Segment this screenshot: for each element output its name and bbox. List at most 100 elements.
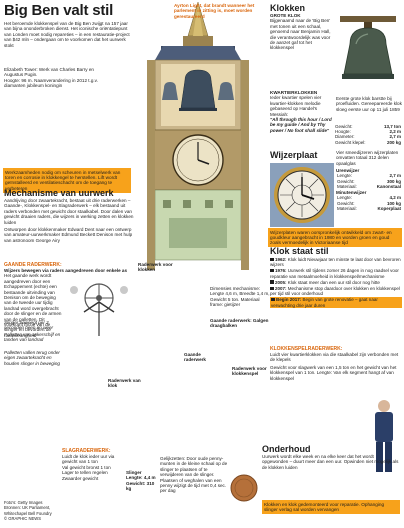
- timeline-year: Begin 2017:: [276, 297, 303, 303]
- gaande-raderwerk-label: Gaande raderwerk: [184, 352, 206, 363]
- kwartier-heading: KWARTIERKLOKKEN: [270, 90, 318, 95]
- urenwijzer-label: Urenwijzer: [336, 168, 360, 173]
- timeline-item: Begin 2017: Begin van grote renovatie – …: [270, 297, 402, 308]
- gaande-text1: Wijzers bewegen via raders aangedreven d…: [4, 268, 128, 273]
- gelijkzetten-text: Gelijkzetten: Door oude penny-munten in …: [160, 456, 228, 494]
- timeline-year: 1962:: [275, 257, 288, 262]
- slagraderwerk-section: SLAGRADERWERK: Luidt de klok ieder uur v…: [62, 448, 124, 481]
- kwartier-quote: "All through this hour / Lord be my guid…: [270, 117, 332, 133]
- wijzerplaat-heading: Wijzerplaat: [270, 150, 318, 160]
- palletten-text: Palletten van ankerschijf en tanden van …: [4, 332, 61, 343]
- urenwijzer-value: Kanonstaal: [376, 183, 401, 189]
- bell-stat-label: Gewicht:: [335, 124, 353, 129]
- big-bell-illustration: [336, 14, 400, 84]
- minutenwijzer-label: Gewicht:: [337, 200, 355, 206]
- bell-stat-value: 13,7 ton: [383, 124, 401, 129]
- page-title: Big Ben valt stil: [4, 2, 114, 19]
- klok-staat-stil-section: Klok staat stil 1962: Klok luidt Nieuwja…: [270, 246, 402, 308]
- tower-photo: [2, 38, 152, 166]
- timeline-item: 1976: Uurwerk stil tijdens zomer 26 dage…: [270, 268, 402, 279]
- timeline-text: Uurwerk stil tijdens zomer 26 dagen in n…: [270, 268, 399, 279]
- minutenwijzer-row: Lengte:4,2 m: [336, 195, 402, 200]
- bell-stat-row: Gewicht klepel:200 kg: [334, 140, 402, 145]
- slag-item: Zwaarder gewicht: [62, 475, 99, 481]
- minutenwijzer-label: Minutenwijzer: [336, 190, 367, 196]
- urenwijzer-label: Gewicht:: [337, 178, 355, 184]
- timeline-item: 2007: Mechanisme stop daardoor over klok…: [270, 286, 402, 296]
- clock-face-photo: [270, 163, 334, 227]
- bell-icon: [340, 16, 396, 79]
- technician-icon: [375, 400, 393, 472]
- slinger-box: Slinger Lengte: 4,4 m Gewicht: 310 kg: [126, 470, 156, 492]
- onderhoud-section: Onderhoud Uurwerk wordt elke week en na …: [262, 444, 400, 470]
- timeline-list: 1962: Klok luidt Nieuwjaar ten minste te…: [270, 257, 402, 308]
- timeline-text: Klok staat meer dan een uur stil door no…: [287, 279, 380, 285]
- klokkenspel-section: KLOKKENSPELRADERWERK: Luidt vier kwartie…: [270, 346, 402, 381]
- galgen-label: Gaande raderwerk: Galgen draagbalken: [210, 318, 269, 329]
- bell-stat-value: 2,2 m: [389, 129, 401, 135]
- timeline-year: 2005:: [275, 279, 288, 285]
- slagraderwerk-text: Luidt de klok ieder uur via gewicht van …: [62, 454, 115, 465]
- minutenwijzer-value: 4,2 m: [389, 195, 401, 201]
- klokken-subheading: GROTE KLOK: [270, 13, 301, 18]
- urenwijzer-row: Materiaal: Kanonstaal: [336, 184, 402, 189]
- raderwerk-klok-label: Raderwerk van klok: [108, 378, 141, 389]
- timeline-text: Klok luidt Nieuwjaar ten minste te laat …: [270, 257, 401, 268]
- minutenwijzer-row: Materiaal:Koperplaat: [336, 206, 402, 211]
- klokkenspel-text: Luidt vier kwartierklokken via die staal…: [270, 352, 399, 363]
- slag-item: Lager te tellen regelen: [62, 470, 108, 476]
- timeline-marker: [270, 257, 274, 261]
- bell-stat-label: Diameter:: [335, 134, 355, 140]
- coin-icon: [230, 474, 258, 502]
- bell-stat-value: 2,7 m: [389, 134, 401, 140]
- tower-cutaway: [133, 0, 263, 270]
- timeline-marker: [270, 280, 274, 284]
- onderhoud-heading: Onderhoud: [262, 444, 311, 454]
- bell-stat-value: 200 kg: [386, 139, 401, 145]
- urenwijzer-row: Gewicht: 300 kg: [336, 179, 402, 184]
- minutenwijzer-value: 100 kg: [386, 200, 401, 206]
- mechanisme-text: Aandrijving door zwaartekracht, bestaat …: [4, 198, 134, 225]
- slagraderwerk-heading: SLAGRADERWERK:: [62, 448, 111, 454]
- escapement-icon: [70, 283, 128, 336]
- urenwijzer-row: Lengte: 2,7 m: [336, 173, 402, 178]
- escapement-illustration: [66, 278, 132, 338]
- bell-stat-row: Diameter: 2,7 m: [334, 134, 402, 139]
- onderhoud-text: Uurwerk wordt elke week en na elke keer …: [262, 454, 399, 470]
- urenwijzer-value: 300 kg: [386, 178, 401, 184]
- technician-figure: [366, 398, 400, 476]
- palletten2-text: Palletten vallen terug onder eigen zwaar…: [4, 350, 60, 366]
- urenwijzer-value: 2,7 m: [389, 173, 401, 179]
- urenwijzer-label: Lengte:: [337, 173, 353, 179]
- wijzerplaat-description: Vier smeedijzeren wijzerplaten omvatten …: [336, 150, 399, 166]
- kwartier-text: Ieder kwartier spelen vier kwartier-klok…: [270, 95, 322, 117]
- timeline-marker: [271, 297, 275, 302]
- gaande-heading: GAANDE RADERWERK:: [4, 262, 62, 268]
- credits: Foto's: Getty Images Bronnen: UK Parliam…: [4, 500, 52, 522]
- timeline-text: Begin van grote renovatie – gaat naar ve…: [271, 297, 378, 308]
- bell-stat-label: Hoogte:: [335, 129, 351, 135]
- timeline-marker: [270, 268, 274, 273]
- bell-stat-row: Gewicht: 13,7 ton: [334, 124, 402, 129]
- clock-face-icon: [270, 163, 334, 227]
- slinger-text: Slinger beweegt per 2 seconden heen en w…: [4, 320, 54, 331]
- mechanisme-section: Mechanisme van uurwerk Aandrijving door …: [4, 188, 134, 243]
- klok-staat-stil-heading: Klok staat stil: [270, 246, 329, 256]
- timeline-year: 2007:: [275, 286, 288, 292]
- raderwerk-klokkenspel-label: Raderwerk voor klokkenspel: [232, 366, 267, 377]
- klokkenspel-sub: Gewicht voor slagwerk van een 1,5 ton en…: [270, 364, 397, 381]
- kwartier-section: KWARTIERKLOKKEN Ieder kwartier spelen vi…: [270, 90, 402, 133]
- mechanisme-heading: Mechanisme van uurwerk: [4, 188, 114, 198]
- raderwerk-klokken-label: Raderwerk voor klokken: [138, 262, 173, 273]
- first-strike-text: Eerste grote klok barstte bij proefluide…: [336, 96, 402, 112]
- urenwijzer-label: Materiaal:: [337, 183, 357, 189]
- minutenwijzer-row: Gewicht: 100 kg: [336, 201, 402, 206]
- timeline-marker: [270, 286, 274, 291]
- slag-item: Val gewicht bronst 1 ton: [62, 464, 111, 470]
- gaande-raderwerk-section: GAANDE RADERWERK: Wijzers bewegen via ra…: [4, 262, 132, 338]
- timeline-item: 2005: Klok staat meer dan een uur stil d…: [270, 280, 402, 285]
